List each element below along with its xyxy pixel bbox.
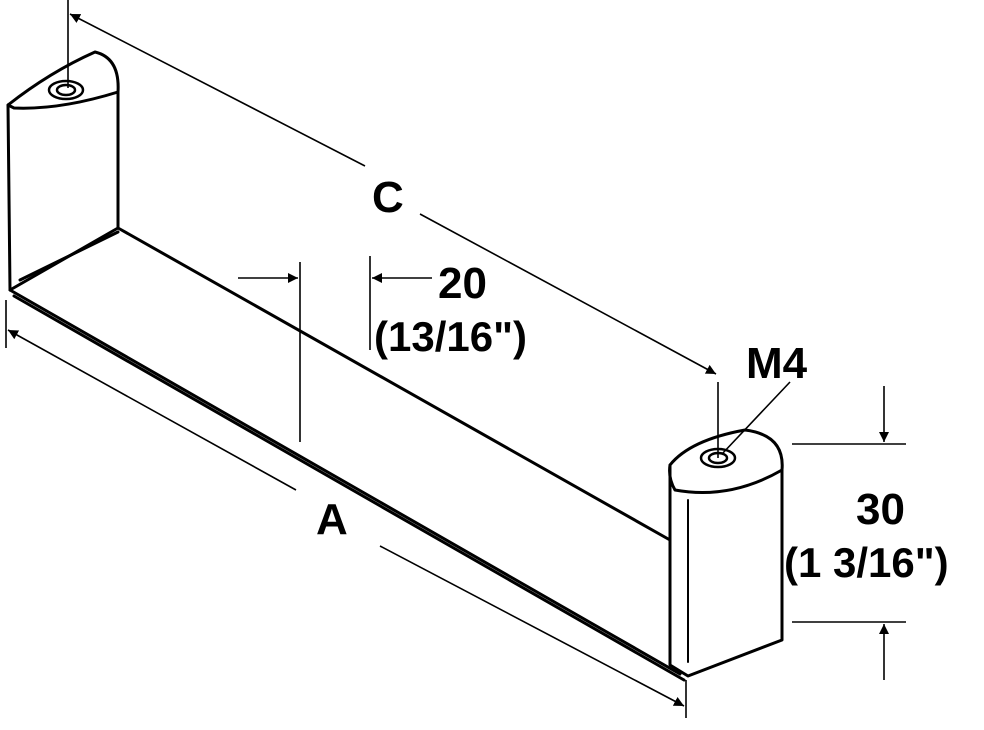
a-dimension-line-b [379,545,685,707]
left-post-inner-edge [18,230,120,282]
left-post-front-edge [6,90,120,110]
thread-size-label: M4 [746,339,808,388]
thread-leader [721,381,791,455]
height-mm-label: 30 [856,485,905,534]
bar-inner-edge [12,294,686,682]
handle-outline [6,50,784,682]
bar-bottom-edge [8,288,682,676]
width-mm-label: 20 [438,259,487,308]
dimension-c-label: C [372,173,404,222]
left-hole-inner [55,83,77,97]
mounting-holes [47,79,737,469]
c-dimension-line-b [419,213,717,375]
c-dimension-line-a [69,13,366,167]
right-post-front-edge [668,463,784,494]
a-dimension-line-a [7,329,297,491]
bar-top-edge [116,226,672,542]
left-post [6,50,120,292]
width-inch-label: (13/16") [374,313,527,360]
height-inch-label: (1 3/16") [784,539,949,586]
dimension-a-label: A [316,495,348,544]
dimension-lines [5,0,906,718]
